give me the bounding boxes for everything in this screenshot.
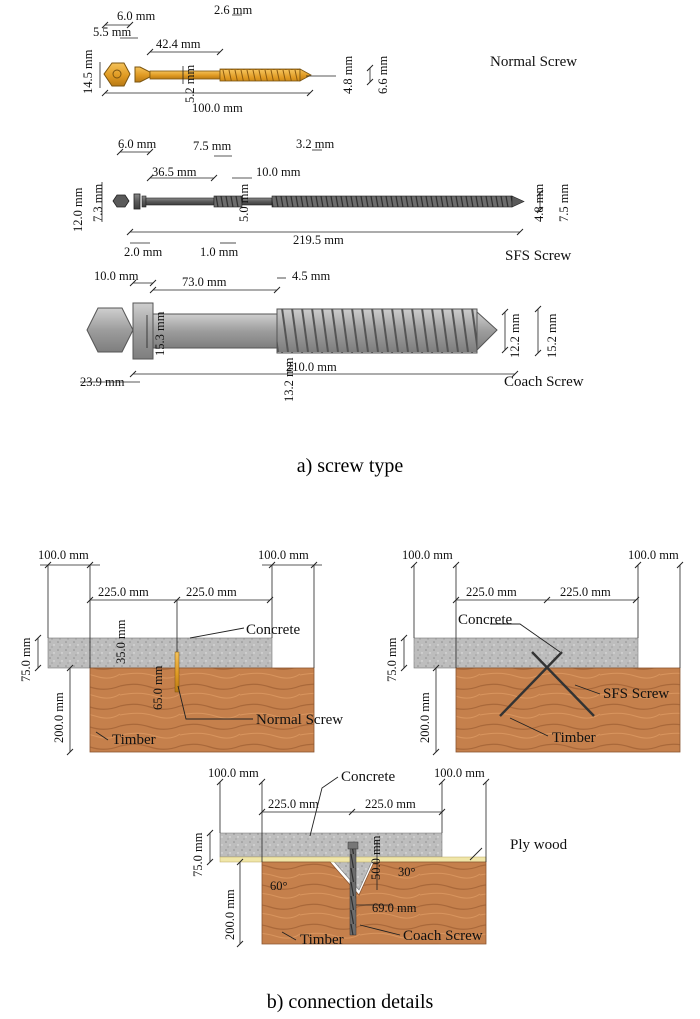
normal-screw-head: [134, 66, 151, 83]
coach-dim-shank-dia: 15.3 mm: [153, 311, 167, 356]
coach-screw-drawing: [86, 302, 498, 360]
sfs-dim-shank: 36.5 mm: [152, 165, 197, 179]
sfs-dim-upper-thread: 10.0 mm: [256, 165, 301, 179]
right-dim-slab: 75.0 mm: [385, 637, 399, 682]
normal-dim-outer-dia: 6.6 mm: [376, 56, 390, 94]
bottom-dim-beam: 200.0 mm: [223, 889, 237, 940]
normal-dim-length: 100.0 mm: [192, 101, 243, 115]
coach-dim-shank-offset: 13.2 mm: [282, 357, 296, 402]
coach-dim-head-dia: 23.9 mm: [80, 375, 125, 389]
connection-coach: 100.0 mm 100.0 mm 225.0 mm 225.0 mm 75.0…: [191, 766, 568, 948]
coach-dim-head-len: 10.0 mm: [94, 269, 139, 283]
timber-beam-coach: [261, 861, 487, 945]
left-dim-beam: 200.0 mm: [52, 692, 66, 743]
left-dim-embed: 65.0 mm: [151, 665, 165, 710]
left-dim-overhang-2: 100.0 mm: [258, 548, 309, 562]
bottom-dim-coach-embed: 69.0 mm: [372, 901, 417, 915]
left-dim-overhang-1: 100.0 mm: [38, 548, 89, 562]
sfs-dim-shank-dia: 5.0 mm: [237, 184, 251, 222]
sfs-dim-pitch: 3.2 mm: [296, 137, 334, 151]
left-dim-spacing-1: 225.0 mm: [98, 585, 149, 599]
left-dim-slab: 75.0 mm: [19, 637, 33, 682]
sfs-screw-head: [133, 193, 141, 210]
left-label-timber: Timber: [112, 732, 156, 748]
sfs-dim-length: 219.5 mm: [293, 233, 344, 247]
normal-dim-head-slot: 6.0 mm: [117, 9, 155, 23]
connection-normal: 100.0 mm 100.0 mm 225.0 mm 225.0 mm 75.0…: [19, 548, 343, 756]
bottom-dim-notch-depth: 50.0 mm: [369, 835, 383, 880]
left-dim-cover: 35.0 mm: [114, 619, 128, 664]
sfs-screw-drawing: [112, 193, 525, 210]
concrete-slab-normal: [47, 637, 273, 669]
connection-sfs: 100.0 mm 100.0 mm 225.0 mm 225.0 mm 75.0…: [385, 548, 684, 756]
bottom-label-coach-screw: Coach Screw: [403, 928, 483, 944]
sfs-screw-shank: [145, 197, 215, 206]
right-dim-spacing-2: 225.0 mm: [560, 585, 611, 599]
right-label-concrete: Concrete: [458, 612, 512, 628]
coach-screw-head: [132, 302, 154, 360]
sfs-screw-in-section-2: [531, 651, 595, 717]
timber-beam-sfs: [455, 667, 681, 753]
caption-connection-details: b) connection details: [267, 991, 434, 1013]
timber-beam-normal: [89, 667, 315, 753]
right-dim-spacing-1: 225.0 mm: [466, 585, 517, 599]
normal-screw-thread: [219, 68, 301, 82]
coach-dim-length: 210.0 mm: [286, 360, 337, 374]
sfs-dim-gap: 1.0 mm: [200, 245, 238, 259]
bottom-angle-60: 60°: [270, 879, 288, 893]
coach-screw-shank: [152, 313, 278, 349]
normal-screw-head-end-view: [103, 62, 131, 87]
coach-screw-dimensions: 10.0 mm 73.0 mm 4.5 mm 23.9 mm 15.3 mm 1…: [80, 269, 559, 402]
sfs-screw-lower-thread: [271, 195, 513, 208]
coach-dim-outer-dia: 15.2 mm: [545, 313, 559, 358]
normal-dim-pitch: 2.6 mm: [214, 3, 252, 17]
normal-dim-thread-dia: 4.8 mm: [341, 56, 355, 94]
sfs-screw-in-section-1: [499, 651, 563, 717]
sfs-dim-collar: 7.5 mm: [193, 139, 231, 153]
bottom-dim-overhang-1: 100.0 mm: [208, 766, 259, 780]
right-dim-overhang-1: 100.0 mm: [402, 548, 453, 562]
bottom-dim-overhang-2: 100.0 mm: [434, 766, 485, 780]
sfs-dim-core-dia: 4.8 mm: [532, 184, 546, 222]
caption-screw-type: a) screw type: [297, 455, 404, 477]
sfs-screw-head-end-view: [112, 194, 130, 208]
sfs-dim-head-len: 2.0 mm: [124, 245, 162, 259]
coach-screw-head-end-view: [86, 307, 134, 353]
coach-dim-pitch: 4.5 mm: [292, 269, 330, 283]
sfs-dim-washer-dia: 7.3 mm: [91, 184, 105, 222]
bottom-dim-slab: 75.0 mm: [191, 832, 205, 877]
right-label-timber: Timber: [552, 730, 596, 746]
bottom-label-concrete: Concrete: [341, 769, 395, 785]
right-label-sfs-screw: SFS Screw: [603, 686, 669, 702]
coach-dim-shank: 73.0 mm: [182, 275, 227, 289]
normal-screw-dimensions: 6.0 mm 5.5 mm 42.4 mm 2.6 mm 14.5 mm 5.2…: [81, 3, 390, 115]
concrete-slab-sfs: [413, 637, 639, 669]
sfs-screw-dimensions: 6.0 mm 7.5 mm 3.2 mm 36.5 mm 10.0 mm 12.…: [71, 137, 571, 259]
sfs-dim-outer-dia: 7.5 mm: [557, 184, 571, 222]
sfs-dim-head: 6.0 mm: [118, 137, 156, 151]
normal-dim-head-width: 5.5 mm: [93, 25, 131, 39]
normal-screw-drawing: [103, 62, 312, 87]
left-label-normal-screw: Normal Screw: [256, 712, 343, 728]
bottom-dim-spacing-2: 225.0 mm: [365, 797, 416, 811]
coach-screw-thread: [276, 308, 478, 354]
right-dim-overhang-2: 100.0 mm: [628, 548, 679, 562]
sfs-dim-head-dia: 12.0 mm: [71, 187, 85, 232]
left-label-concrete: Concrete: [246, 622, 300, 638]
bottom-angle-30: 30°: [398, 865, 416, 879]
normal-dim-shank-dia: 5.2 mm: [183, 65, 197, 103]
normal-screw-title: Normal Screw: [490, 54, 577, 70]
sfs-screw-title: SFS Screw: [505, 248, 571, 264]
left-dim-spacing-2: 225.0 mm: [186, 585, 237, 599]
coach-dim-core-dia: 12.2 mm: [508, 313, 522, 358]
bottom-dim-spacing-1: 225.0 mm: [268, 797, 319, 811]
normal-dim-head-dia: 14.5 mm: [81, 49, 95, 94]
bottom-label-plywood: Ply wood: [510, 837, 568, 853]
coach-screw-title: Coach Screw: [504, 374, 584, 390]
coach-screw-in-section: [349, 848, 357, 936]
normal-dim-shank-length: 42.4 mm: [156, 37, 201, 51]
right-dim-beam: 200.0 mm: [418, 692, 432, 743]
bottom-label-timber: Timber: [300, 932, 344, 948]
